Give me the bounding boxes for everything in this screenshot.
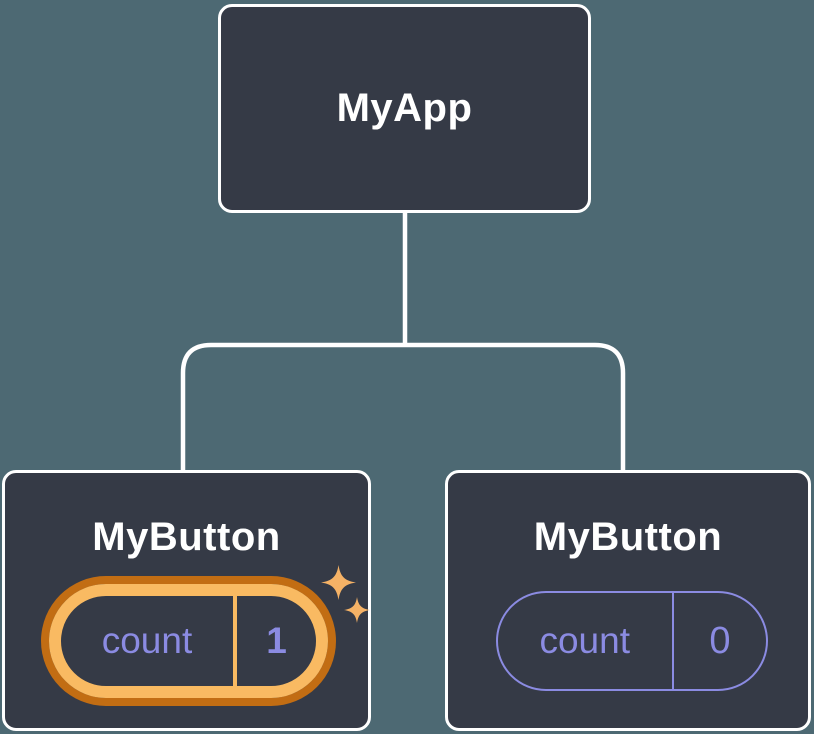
state-pill-highlighted: count 1 <box>49 584 328 698</box>
node-myapp: MyApp <box>218 4 591 213</box>
state-value: 1 <box>266 620 287 661</box>
state-key-label: count <box>101 620 193 661</box>
sparkle-icon <box>344 597 370 623</box>
state-value: 0 <box>709 619 731 662</box>
node-mybutton-left-label: MyButton <box>92 515 281 559</box>
state-pill: count 0 <box>496 591 768 691</box>
state-pill-divider <box>671 593 674 689</box>
state-key-label: count <box>539 620 630 661</box>
state-pill-divider <box>233 596 237 686</box>
sparkle-icon <box>321 565 356 600</box>
node-mybutton-right-label: MyButton <box>533 515 723 559</box>
connector-branch-bracket <box>180 342 626 472</box>
node-myapp-label: MyApp <box>336 86 473 130</box>
node-mybutton-right: MyButton count 0 <box>445 470 811 731</box>
node-mybutton-left: MyButton count 1 <box>2 470 371 731</box>
